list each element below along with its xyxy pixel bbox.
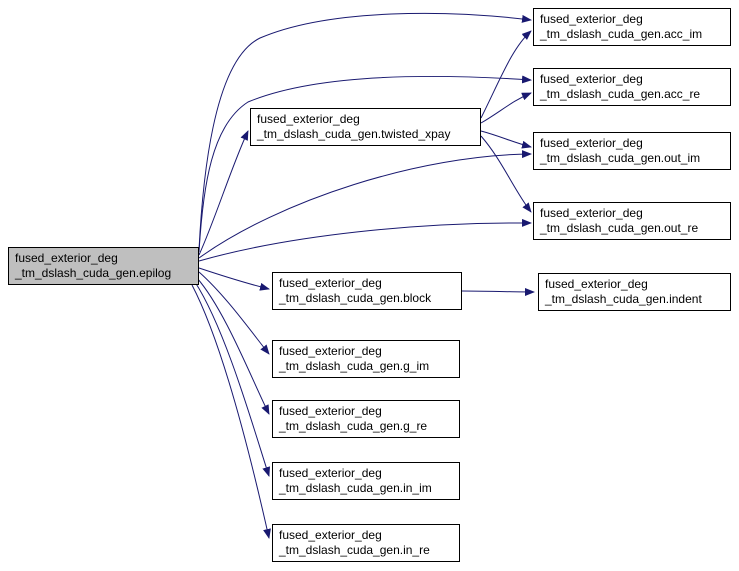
edge-epilog-to-g-re [196,277,270,415]
edge-twisted-xpay-to-acc-im [480,30,532,119]
node-label-line: _tm_dslash_cuda_gen.out_im [540,151,701,165]
edge-epilog-to-out-re [198,218,532,262]
node-acc-re[interactable]: fused_exterior_deg _tm_dslash_cuda_gen.a… [533,68,731,106]
edge-epilog-to-out-im [198,150,532,259]
node-label-line: fused_exterior_deg [545,277,648,291]
node-label-line: _tm_dslash_cuda_gen.acc_re [540,87,701,101]
node-label-line: fused_exterior_deg [279,528,382,542]
edge-epilog-to-acc-re [198,75,532,253]
node-label-line: _tm_dslash_cuda_gen.twisted_xpay [257,127,451,141]
node-label-line: fused_exterior_deg [15,251,118,265]
node-label-line: _tm_dslash_cuda_gen.g_im [279,359,430,373]
edge-epilog-to-block [198,267,270,291]
node-in-im[interactable]: fused_exterior_deg _tm_dslash_cuda_gen.i… [272,462,460,500]
node-label-line: _tm_dslash_cuda_gen.epilog [15,266,172,280]
node-g-re[interactable]: fused_exterior_deg _tm_dslash_cuda_gen.g… [272,400,460,438]
edge-twisted-xpay-to-acc-re [480,92,532,124]
node-label-line: _tm_dslash_cuda_gen.acc_im [540,27,703,41]
edge-epilog-to-in-re [191,284,271,539]
node-twisted-xpay[interactable]: fused_exterior_deg _tm_dslash_cuda_gen.t… [250,108,481,146]
node-acc-im[interactable]: fused_exterior_deg _tm_dslash_cuda_gen.a… [533,8,731,46]
node-label-line: _tm_dslash_cuda_gen.out_re [540,221,699,235]
node-label-line: fused_exterior_deg [540,206,643,220]
node-label-line: fused_exterior_deg [279,404,382,418]
node-label-line: _tm_dslash_cuda_gen.in_re [279,543,430,557]
edge-twisted-xpay-to-out-im [480,130,532,149]
edge-epilog-to-g-im [198,271,270,355]
node-label-line: fused_exterior_deg [540,72,643,86]
node-indent[interactable]: fused_exterior_deg _tm_dslash_cuda_gen.i… [538,273,731,311]
edge-epilog-to-in-im [194,281,271,477]
node-in-re[interactable]: fused_exterior_deg _tm_dslash_cuda_gen.i… [272,524,460,562]
node-label-line: _tm_dslash_cuda_gen.in_im [279,481,432,495]
edge-epilog-to-twisted-xpay [198,130,249,256]
node-label-line: fused_exterior_deg [540,12,643,26]
node-label-line: fused_exterior_deg [279,344,382,358]
node-label-line: _tm_dslash_cuda_gen.g_re [279,419,428,433]
edge-twisted-xpay-to-out-re [480,135,532,213]
node-block[interactable]: fused_exterior_deg _tm_dslash_cuda_gen.b… [272,272,462,310]
node-out-im[interactable]: fused_exterior_deg _tm_dslash_cuda_gen.o… [533,132,731,170]
edges-group [191,12,535,539]
node-label-line: _tm_dslash_cuda_gen.indent [545,292,702,306]
node-label-line: _tm_dslash_cuda_gen.block [279,291,432,305]
node-epilog[interactable]: fused_exterior_deg _tm_dslash_cuda_gen.e… [8,247,199,285]
node-label-line: fused_exterior_deg [540,136,643,150]
node-label-line: fused_exterior_deg [279,466,382,480]
node-out-re[interactable]: fused_exterior_deg _tm_dslash_cuda_gen.o… [533,202,731,240]
node-label-line: fused_exterior_deg [279,276,382,290]
node-label-line: fused_exterior_deg [257,112,360,126]
edge-epilog-to-acc-im [198,12,532,251]
node-g-im[interactable]: fused_exterior_deg _tm_dslash_cuda_gen.g… [272,340,460,378]
edge-block-to-indent [461,287,535,296]
